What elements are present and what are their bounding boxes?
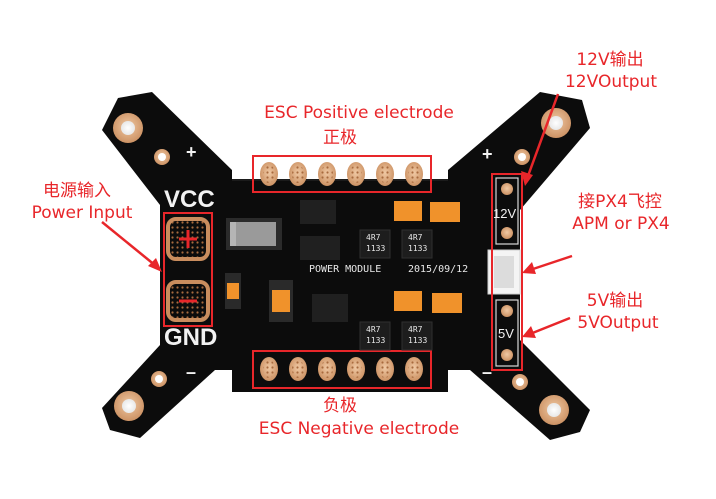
- jst-connector: [487, 249, 521, 295]
- module-label-silk: POWER MODULE: [309, 264, 382, 275]
- inductor-sub-1: 1133: [366, 244, 386, 253]
- px4-label: APM or PX4: [572, 214, 670, 234]
- esc-negative-cn-label: 负极: [323, 396, 357, 416]
- esc-negative-pads: [260, 357, 423, 381]
- mount-hole-top-left: [113, 113, 143, 143]
- esc-positive-pads: [260, 162, 423, 186]
- esc-positive-cn-label: 正极: [323, 128, 357, 148]
- gnd-silk: GND: [164, 324, 218, 351]
- arm-pads: [151, 149, 530, 390]
- esc-pad-vias: [263, 165, 275, 183]
- esc-pad-vias: [263, 360, 275, 378]
- esc-pad-vias: [408, 360, 420, 378]
- inductors: [300, 200, 433, 351]
- mount-hole-bottom-left: [114, 391, 144, 421]
- inductor-sub-4: 1133: [408, 336, 428, 345]
- mount-hole-bottom-right: [539, 395, 569, 425]
- inductor-sub-3: 1133: [366, 336, 386, 345]
- inductor-code-4: 4R7: [408, 325, 423, 334]
- power-input-label: Power Input: [31, 203, 133, 223]
- output-5v-label: 5VOutput: [577, 313, 659, 333]
- power-input-cn-label: 电源输入: [43, 181, 111, 201]
- esc-positive-label: ESC Positive electrode: [264, 103, 454, 123]
- esc-pad-vias: [350, 360, 362, 378]
- output-12v-cn-label: 12V输出: [576, 50, 644, 70]
- pcb-board: [102, 92, 590, 440]
- large-component: [226, 218, 282, 250]
- inductor-sub-2: 1133: [408, 244, 428, 253]
- smd-capacitors: [225, 201, 462, 322]
- inductor-code-3: 4R7: [366, 325, 381, 334]
- date-silk: 2015/09/12: [408, 264, 469, 275]
- right-output-highlight: [491, 173, 523, 371]
- power-input-highlight: [163, 212, 213, 327]
- esc-pad-vias: [321, 165, 333, 183]
- esc-pad-vias: [379, 165, 391, 183]
- esc-pad-vias: [321, 360, 333, 378]
- connector-12v: [495, 177, 519, 245]
- minus-silk-left: –: [186, 362, 197, 382]
- connector-5v: [495, 299, 519, 367]
- esc-pad-vias: [408, 165, 420, 183]
- esc-pad-vias: [379, 360, 391, 378]
- mount-hole-top-right: [541, 108, 571, 138]
- output-12v-label: 12VOutput: [564, 72, 657, 92]
- v5-silk: 5V: [498, 326, 514, 341]
- v12-silk: 12V: [493, 206, 517, 221]
- output-5v-cn-label: 5V输出: [586, 291, 644, 311]
- esc-pad-vias: [350, 165, 362, 183]
- esc-negative-highlight: [252, 350, 432, 389]
- esc-positive-highlight: [252, 155, 432, 193]
- plus-silk-left: +: [186, 142, 197, 162]
- plus-silk-right: +: [482, 144, 493, 164]
- minus-silk-right: –: [482, 362, 493, 382]
- annotation-arrows: [101, 93, 573, 338]
- esc-negative-label: ESC Negative electrode: [258, 419, 460, 439]
- inductor-code-1: 4R7: [366, 233, 381, 242]
- inductor-code-2: 4R7: [408, 233, 423, 242]
- px4-cn-label: 接PX4飞控: [578, 192, 662, 212]
- power-input-pads: [166, 217, 210, 322]
- esc-pad-vias: [292, 165, 304, 183]
- esc-pad-vias: [292, 360, 304, 378]
- vcc-silk: VCC: [164, 186, 215, 213]
